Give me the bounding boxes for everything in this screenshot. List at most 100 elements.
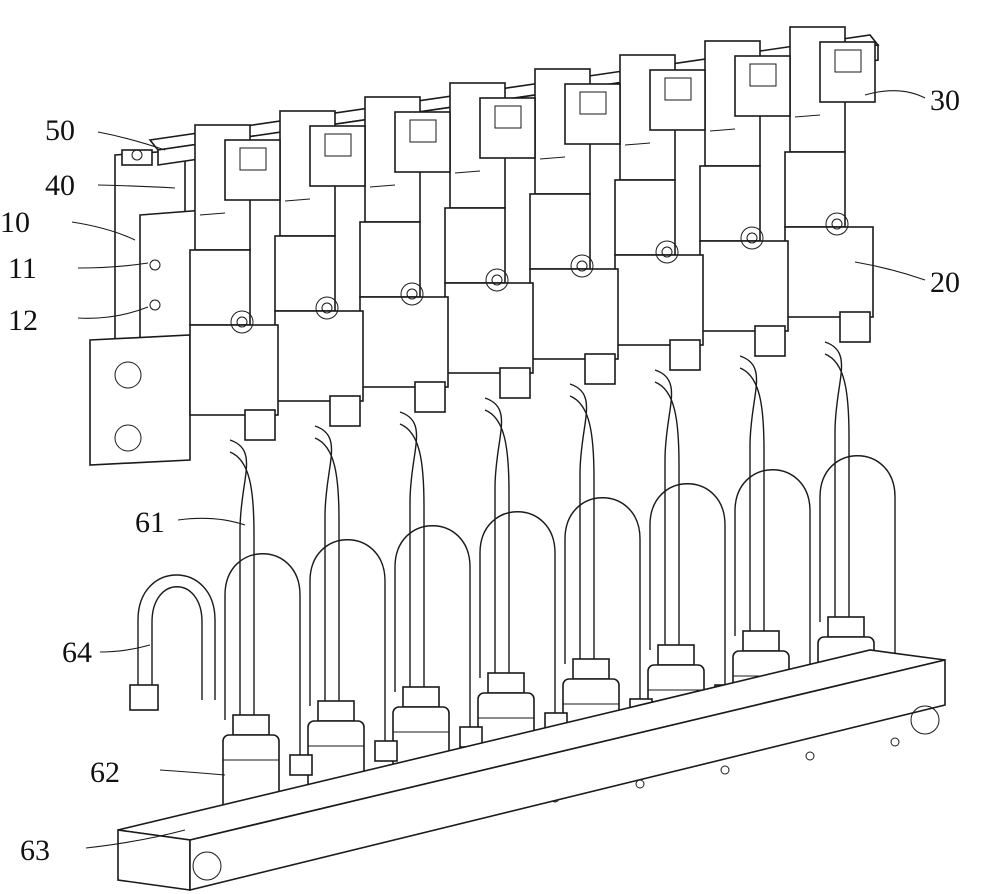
base-clip bbox=[839, 311, 871, 343]
valve-port bbox=[400, 282, 424, 306]
coil-slot bbox=[369, 184, 396, 188]
valve-body bbox=[359, 221, 421, 298]
mounting-plate bbox=[89, 149, 206, 466]
pipe-arch bbox=[394, 525, 471, 732]
pipe-arch bbox=[309, 539, 386, 746]
pipe-61-wall bbox=[739, 367, 765, 631]
valve-body bbox=[189, 249, 251, 326]
leader-lines bbox=[71, 90, 926, 849]
valve-body bbox=[529, 193, 591, 270]
label-40: 40 bbox=[45, 169, 75, 202]
pipe-61-wall bbox=[654, 381, 680, 645]
base-clip bbox=[754, 325, 786, 357]
valve-unit bbox=[784, 26, 908, 747]
pipe-61 bbox=[739, 355, 758, 631]
valve-unit bbox=[189, 124, 313, 845]
pipe-64 bbox=[129, 574, 216, 711]
label-50: 50 bbox=[45, 114, 75, 147]
pipe-61-wall bbox=[229, 451, 255, 715]
pipe-arch bbox=[649, 483, 726, 690]
fitting-nut bbox=[572, 658, 610, 680]
pipe-61-wall bbox=[314, 437, 340, 701]
elbow-fitting bbox=[374, 740, 398, 762]
valve-base bbox=[444, 282, 534, 374]
bar-hole bbox=[720, 765, 730, 775]
valve-body bbox=[444, 207, 506, 284]
valve-port-inner bbox=[491, 274, 503, 286]
bar-hole bbox=[890, 737, 900, 747]
pipe-61 bbox=[229, 439, 248, 715]
valve-port bbox=[655, 240, 679, 264]
label-30: 30 bbox=[930, 84, 960, 117]
label-11: 11 bbox=[8, 252, 37, 285]
coil-slot bbox=[199, 212, 226, 216]
pipe-61 bbox=[314, 425, 333, 701]
pipe-61-wall bbox=[399, 423, 425, 687]
valve-base bbox=[529, 268, 619, 360]
valve-body bbox=[614, 179, 676, 256]
label-64: 64 bbox=[62, 636, 92, 669]
valve-base bbox=[274, 310, 364, 402]
label-20: 20 bbox=[930, 266, 960, 299]
base-clip bbox=[499, 367, 531, 399]
coil-slot bbox=[454, 170, 481, 174]
base-clip bbox=[244, 409, 276, 441]
pipe-61 bbox=[654, 369, 673, 645]
pipe-61 bbox=[399, 411, 418, 687]
pipe-61 bbox=[569, 383, 588, 659]
valve-body bbox=[699, 165, 761, 242]
valve-port-inner bbox=[831, 218, 843, 230]
label-10: 10 bbox=[0, 206, 30, 239]
valve-port bbox=[825, 212, 849, 236]
connector-clip bbox=[239, 147, 267, 171]
coil-slot bbox=[539, 156, 566, 160]
base-clip bbox=[329, 395, 361, 427]
valve-base bbox=[699, 240, 789, 332]
pipe-arch bbox=[734, 469, 811, 676]
reference-labels: 50 40 10 11 12 30 20 61 64 62 63 bbox=[0, 84, 960, 867]
label-62: 62 bbox=[90, 756, 120, 789]
valve-port bbox=[315, 296, 339, 320]
valve-port bbox=[740, 226, 764, 250]
manifold-bar bbox=[117, 649, 946, 892]
valve-base bbox=[189, 324, 279, 416]
base-clip bbox=[414, 381, 446, 413]
coil-slot bbox=[794, 114, 821, 118]
base-clip bbox=[584, 353, 616, 385]
connector-clip bbox=[324, 133, 352, 157]
bar-hole bbox=[805, 751, 815, 761]
valve-port bbox=[485, 268, 509, 292]
coil-slot bbox=[284, 198, 311, 202]
elbow-fitting bbox=[289, 754, 313, 776]
valve-port-inner bbox=[576, 260, 588, 272]
fitting-nut bbox=[487, 672, 525, 694]
valve-base bbox=[614, 254, 704, 346]
valve-body bbox=[784, 151, 846, 228]
label-61: 61 bbox=[135, 506, 165, 539]
valve-port-inner bbox=[746, 232, 758, 244]
fitting-nut bbox=[317, 700, 355, 722]
valve-body bbox=[274, 235, 336, 312]
base-clip bbox=[669, 339, 701, 371]
pipe-arch bbox=[819, 455, 896, 662]
coil-slot bbox=[624, 142, 651, 146]
fitting-nut bbox=[657, 644, 695, 666]
fitting-nut bbox=[232, 714, 270, 736]
label-63: 63 bbox=[20, 834, 50, 867]
fitting-nut bbox=[402, 686, 440, 708]
valve-port bbox=[230, 310, 254, 334]
valve-port-inner bbox=[661, 246, 673, 258]
label-12: 12 bbox=[8, 304, 38, 337]
fitting-nut bbox=[827, 616, 865, 638]
connector-clip bbox=[749, 63, 777, 87]
connector-clip bbox=[409, 119, 437, 143]
connector-clip bbox=[494, 105, 522, 129]
pipe-61-wall bbox=[569, 395, 595, 659]
fitting-nut bbox=[742, 630, 780, 652]
valve-port-inner bbox=[406, 288, 418, 300]
valve-base bbox=[359, 296, 449, 388]
valve-base bbox=[784, 226, 874, 318]
pipe-arch bbox=[224, 553, 301, 760]
